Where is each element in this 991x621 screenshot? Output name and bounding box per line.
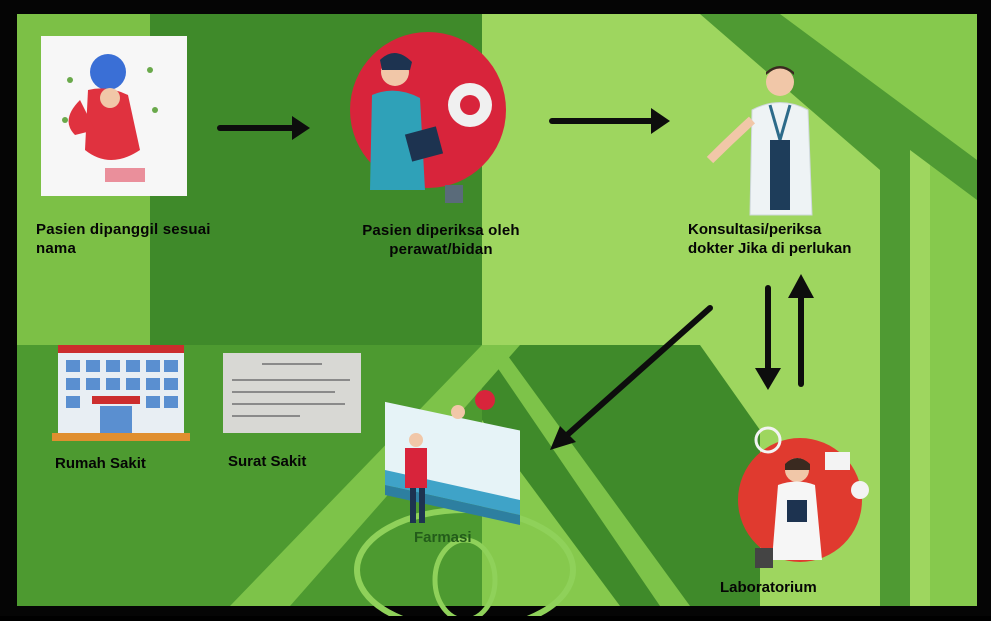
hospital-icon	[52, 345, 190, 441]
laboratory-icon	[738, 426, 869, 568]
laboratory-label: Laboratorium	[720, 579, 817, 596]
diagonal-line-right	[482, 345, 690, 606]
arrow-head-1	[292, 116, 310, 140]
pharmacy-icon	[385, 390, 520, 525]
arrow-head-3	[550, 426, 576, 450]
doctor-icon	[706, 66, 813, 216]
nurse-icon	[350, 32, 506, 203]
step2-label: Pasien diperiksa oleh perawat/bidan	[332, 221, 550, 259]
sick-letter-icon	[223, 353, 361, 433]
step1-label: Pasien dipanggil sesuai nama	[36, 220, 211, 258]
step3-label-line1: Konsultasi/periksa	[688, 221, 822, 238]
arrow-doctor-to-pharmacy	[563, 305, 713, 439]
hospital-label: Rumah Sakit	[55, 455, 146, 472]
sick-patient-icon	[41, 36, 187, 196]
diagonal-line-left	[230, 345, 520, 606]
sick-letter-label: Surat Sakit	[228, 453, 307, 470]
arrow-head-5	[788, 274, 814, 298]
center-dark-block	[482, 345, 760, 606]
step3-label: Konsultasi/periksa dokter Jika di perluk…	[688, 220, 851, 258]
right-diagonal-stripe	[700, 14, 977, 606]
step1-label-line2: nama	[36, 240, 76, 257]
step1-label-line1: Pasien dipanggil sesuai	[36, 221, 211, 238]
arrow-head-2	[651, 108, 670, 134]
step3-label-line2: dokter Jika di perlukan	[688, 240, 852, 257]
pharmacy-label: Farmasi	[414, 529, 472, 546]
arrow-head-4	[755, 368, 781, 390]
step2-label-line1: Pasien diperiksa oleh	[362, 222, 520, 239]
step2-label-line2: perawat/bidan	[389, 241, 493, 258]
flow-arrows	[217, 108, 814, 450]
